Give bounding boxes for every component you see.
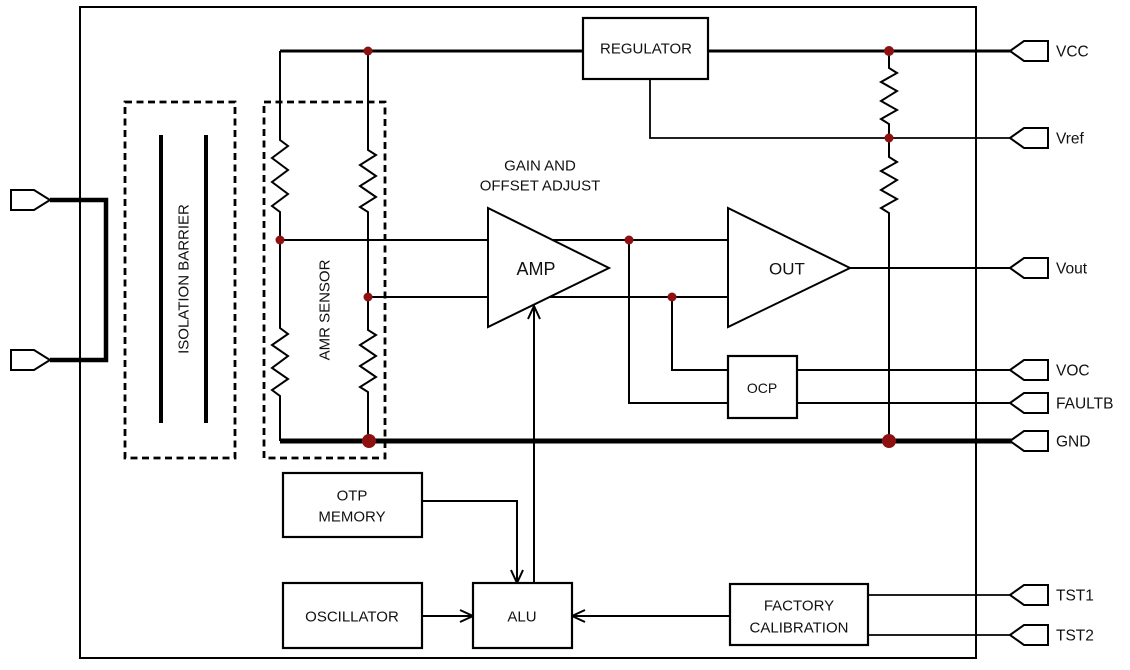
amp-triangle (487, 206, 612, 329)
tst1-pin-label: TST1 (1056, 588, 1094, 605)
amp-label: AMP (516, 259, 555, 279)
junction-divider-gnd (882, 434, 896, 448)
gnd-pin (1008, 430, 1049, 452)
alu-label: ALU (507, 609, 536, 626)
junction-amp-out-top (624, 235, 634, 245)
factory-calibration-label-line1: FACTORY (764, 598, 834, 615)
current-path (50, 197, 109, 363)
isolation-barrier-box (123, 100, 237, 460)
amp-block: AMP (487, 206, 612, 329)
vcc-pin-label: VCC (1056, 44, 1089, 61)
bridge-right-leg-resistors (358, 51, 378, 441)
oscillator-to-alu-arrow (422, 609, 476, 623)
gain-offset-line1: GAIN AND (504, 158, 576, 175)
out-block: OUT (727, 206, 853, 329)
junction-bridge-plus (275, 235, 285, 245)
left-terminal-bottom-pin (10, 349, 52, 371)
vref-pin-label: Vref (1056, 131, 1085, 148)
alu-to-amp-arrow (527, 303, 541, 583)
out-triangle (727, 206, 853, 329)
tst1-pin (1008, 584, 1049, 606)
alu-block: ALU (471, 581, 574, 650)
factory-calibration-label-line2: CALIBRATION (750, 620, 849, 637)
faultb-wire (628, 240, 1012, 404)
vout-pin (1008, 257, 1049, 279)
right-pins: VCC Vref Vout VOC FAULTB GND TST1 TST2 (1008, 40, 1113, 646)
left-terminal-top-pin (10, 189, 52, 211)
faultb-pin (1008, 392, 1049, 414)
gain-offset-line2: OFFSET ADJUST (480, 178, 601, 195)
out-label: OUT (769, 260, 805, 279)
regulator-block: REGULATOR (581, 16, 710, 81)
tst2-pin-label: TST2 (1056, 628, 1094, 645)
regulator-label: REGULATOR (600, 41, 692, 58)
junction-bridge-gnd (362, 434, 376, 448)
vout-pin-label: Vout (1056, 261, 1088, 278)
ocp-label: OCP (747, 380, 777, 396)
gnd-pin-label: GND (1056, 434, 1090, 451)
junction-dots (275, 46, 896, 448)
otp-memory-block: OTP MEMORY (281, 471, 424, 539)
otp-to-alu-arrow (422, 500, 524, 586)
vref-wire (649, 79, 1012, 139)
calibration-to-alu-arrow (569, 609, 730, 623)
tst2-pin (1008, 624, 1049, 646)
isolation-barrier-label: ISOLATION BARRIER (176, 204, 193, 354)
bridge-left-leg-resistors (270, 51, 290, 441)
amr-sensor-box (262, 100, 387, 460)
junction-divider-vref (884, 133, 894, 143)
otp-memory-label-line1: OTP (337, 488, 368, 505)
ocp-block: OCP (726, 354, 799, 420)
vcc-pin (1008, 40, 1049, 62)
junction-divider-vcc (884, 46, 894, 56)
vref-divider-resistors (878, 51, 900, 441)
junction-bridge-minus (363, 292, 373, 302)
junction-bridge-vcc (363, 46, 373, 56)
oscillator-label: OSCILLATOR (305, 609, 399, 626)
voc-wire (671, 297, 1012, 371)
junction-amp-out-bottom (667, 292, 677, 302)
amr-sensor-label: AMR SENSOR (317, 259, 334, 360)
gain-offset-annotation: GAIN AND OFFSET ADJUST (480, 158, 601, 195)
isolation-barrier-region: ISOLATION BARRIER (123, 100, 237, 460)
chip-outline (79, 6, 977, 659)
oscillator-block: OSCILLATOR (281, 581, 424, 650)
voc-pin (1008, 359, 1049, 381)
otp-memory-label-line2: MEMORY (318, 509, 385, 526)
amr-sensor-region: AMR SENSOR (262, 100, 387, 460)
vref-pin (1008, 127, 1049, 149)
wires (270, 49, 1012, 636)
faultb-pin-label: FAULTB (1056, 396, 1113, 413)
voc-pin-label: VOC (1056, 363, 1090, 380)
factory-calibration-block: FACTORY CALIBRATION (728, 582, 870, 647)
primary-conductor (10, 189, 109, 371)
